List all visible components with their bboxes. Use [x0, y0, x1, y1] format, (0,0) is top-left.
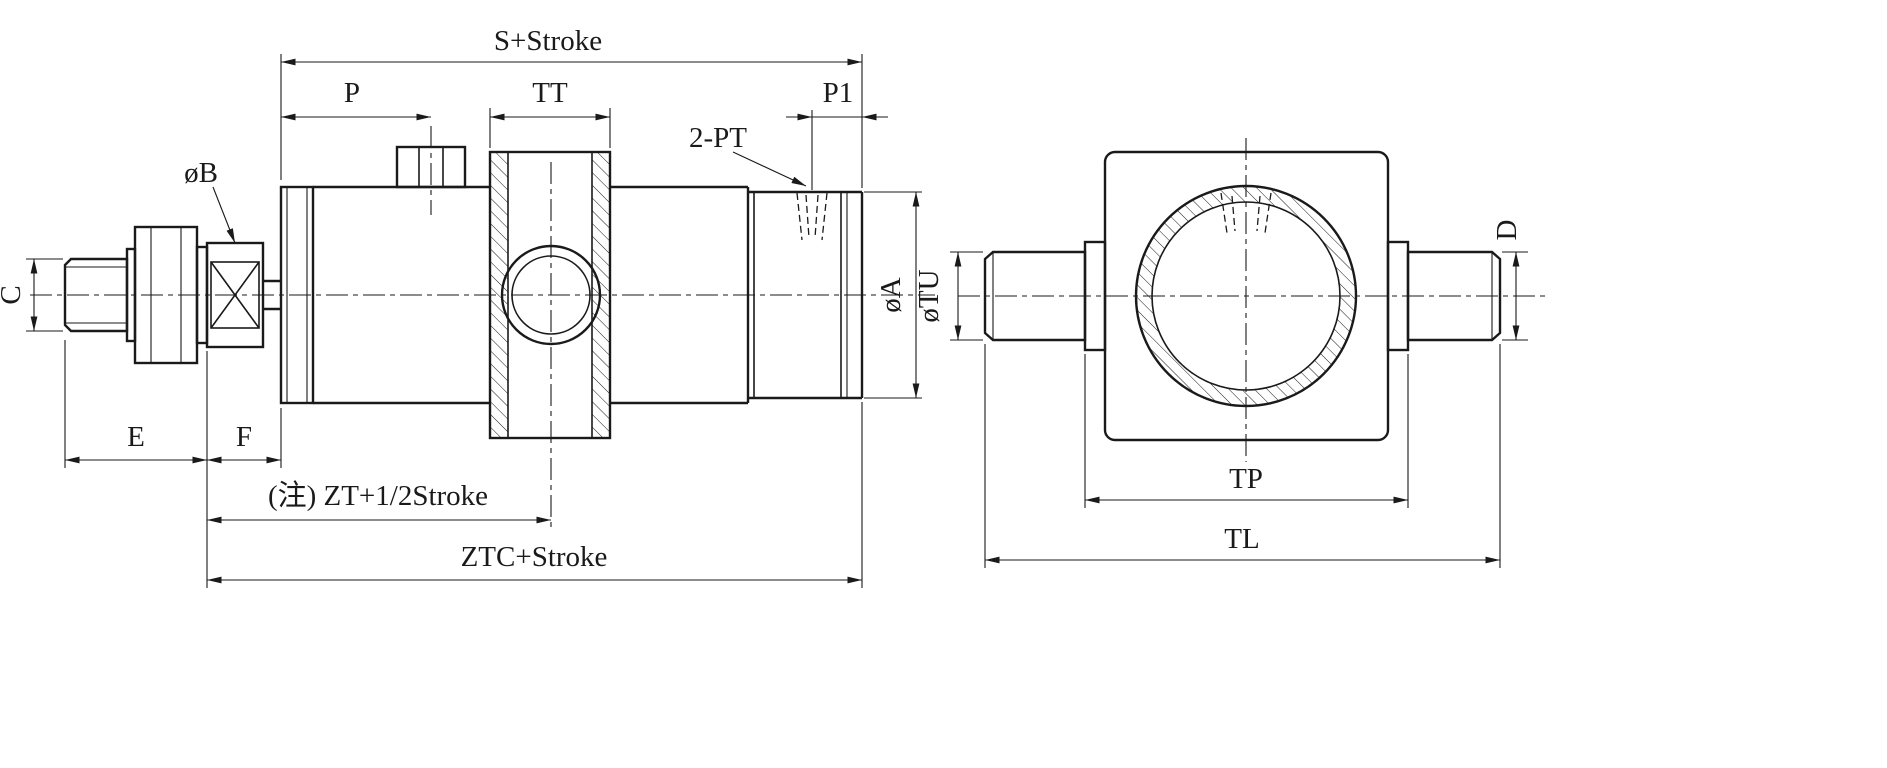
- dim-ztc-label: ZTC+Stroke: [461, 541, 608, 573]
- front-port-boss: [395, 126, 467, 215]
- callout-ob-label: øB: [184, 157, 218, 189]
- rear-cap-section: [746, 187, 864, 403]
- dim-tt: TT: [489, 77, 611, 148]
- dim-d-label: D: [1491, 220, 1523, 241]
- side-view: [30, 126, 935, 528]
- dim-e-label: E: [127, 421, 145, 453]
- dim-c-label: C: [0, 285, 27, 304]
- dim-e: E: [64, 340, 208, 588]
- dim-tp: TP: [1084, 354, 1409, 508]
- trunnion-block-section: [488, 150, 612, 528]
- dim-p1-label: P1: [823, 77, 854, 109]
- dim-oa-label: øA: [875, 277, 907, 313]
- dim-p1: P1: [786, 77, 888, 190]
- dim-otu: øTU: [913, 251, 983, 341]
- dim-s-stroke-label: S+Stroke: [494, 25, 602, 57]
- dim-oa: øA: [864, 191, 922, 399]
- dim-f-label: F: [236, 421, 252, 453]
- dim-f: F: [207, 408, 282, 468]
- hidden-port-lines-end: [1220, 192, 1272, 234]
- dim-p-label: P: [344, 77, 360, 109]
- dim-zt: (注) ZT+1/2Stroke: [207, 479, 551, 524]
- callout-2-pt-label: 2-PT: [689, 122, 747, 154]
- dim-ztc: ZTC+Stroke: [207, 402, 863, 588]
- dim-tp-label: TP: [1229, 463, 1263, 495]
- dim-p: P: [281, 77, 431, 121]
- side-view-dimensions: S+Stroke P TT P1 2-PT øB: [0, 25, 922, 588]
- hatch-left: [490, 152, 508, 438]
- front-head-cap: [279, 185, 315, 405]
- dim-tl-label: TL: [1224, 523, 1259, 555]
- dim-tt-label: TT: [532, 77, 568, 109]
- end-view: [958, 138, 1545, 462]
- end-view-dimensions: øTU D TP TL: [913, 220, 1528, 568]
- callout-2-pt: 2-PT: [689, 122, 807, 187]
- dim-d: D: [1491, 220, 1528, 341]
- callout-ob: øB: [184, 157, 236, 244]
- dim-otu-label: øTU: [913, 269, 945, 322]
- dim-tl: TL: [984, 344, 1501, 568]
- hidden-port-lines: [796, 192, 828, 241]
- dim-c: C: [0, 258, 63, 332]
- dim-s-stroke: S+Stroke: [280, 25, 863, 188]
- dim-zt-label: (注) ZT+1/2Stroke: [268, 479, 488, 512]
